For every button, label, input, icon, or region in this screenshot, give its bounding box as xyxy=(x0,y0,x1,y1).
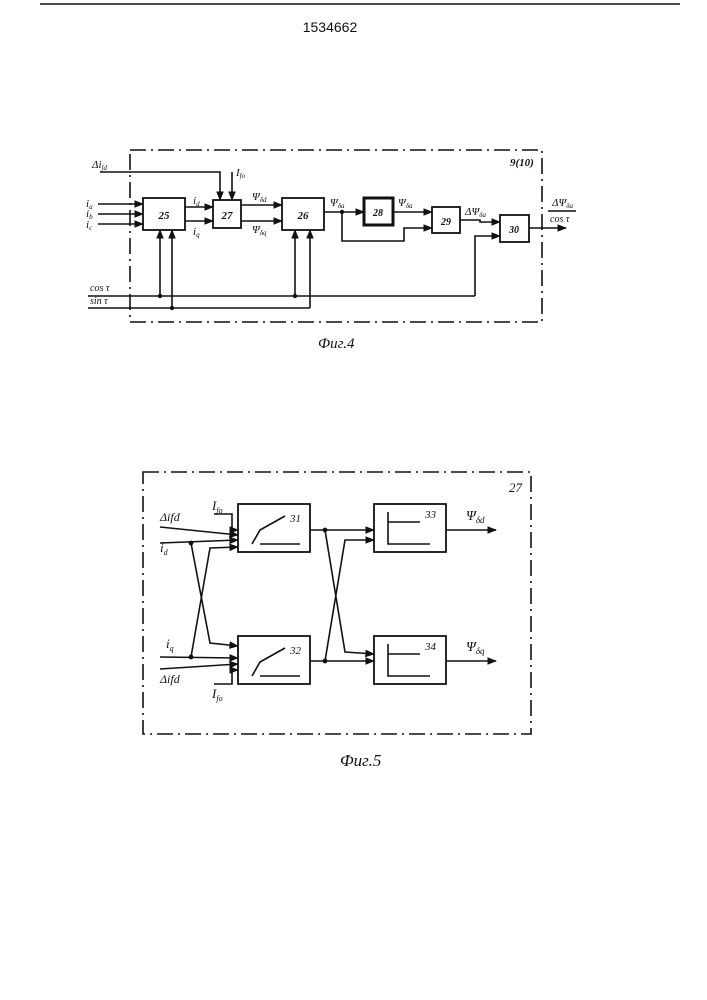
wire-ifo-bot xyxy=(214,670,238,684)
wire-iq xyxy=(160,657,238,658)
block-25: 25 xyxy=(143,198,185,230)
block-31: 31 xyxy=(238,504,310,552)
junction-cos-26 xyxy=(293,294,297,298)
label-output-denominator: cos τ xyxy=(550,214,570,225)
label-output-psi-d: Ψδd xyxy=(466,509,485,525)
label-ifo-top: Ifo xyxy=(211,498,223,515)
block-25-label: 25 xyxy=(158,210,171,222)
wire-iq-cross xyxy=(191,547,238,657)
block-34: 34 xyxy=(374,636,446,684)
block-30: 30 xyxy=(500,215,529,242)
block-30-label: 30 xyxy=(508,225,519,236)
block-32: 32 xyxy=(238,636,310,684)
wire-31-cross xyxy=(325,530,374,654)
wire-cos-to-30 xyxy=(475,236,500,296)
label-psi-q: Ψδq xyxy=(252,224,267,237)
block-26: 26 xyxy=(282,198,324,230)
wire-id-cross xyxy=(191,543,238,646)
label-psi-ao: Ψδa xyxy=(398,197,413,210)
wire-difd-top xyxy=(160,527,238,535)
label-ifo: Ifo xyxy=(235,167,246,180)
wire-delta-psi xyxy=(460,220,500,222)
junction-cos-25 xyxy=(158,294,162,298)
junction-sin-25 xyxy=(170,306,174,310)
block-33: 33 xyxy=(374,504,446,552)
fig5-caption: Фиг.5 xyxy=(340,751,381,770)
label-iq: iq xyxy=(193,226,200,239)
label-sin: sin τ xyxy=(90,296,108,307)
block-27-label: 27 xyxy=(221,210,234,222)
label-difd-bot: Δifd xyxy=(159,672,181,686)
label-iq: iq xyxy=(166,636,174,653)
label-output-psi-q: Ψδq xyxy=(466,640,485,656)
label-cos: cos τ xyxy=(90,283,110,294)
wire-ifo-top xyxy=(214,514,238,530)
block-28: 28 xyxy=(364,198,393,225)
label-ifo-bot: Ifo xyxy=(211,686,223,703)
wire-id xyxy=(160,540,238,543)
block-32-label: 32 xyxy=(289,645,302,657)
patent-number: 1534662 xyxy=(303,19,358,35)
fig5-frame-label: 27 xyxy=(509,480,523,495)
fig4-frame-label: 9(10) xyxy=(510,157,534,169)
wire-difd-bot xyxy=(160,664,238,669)
label-difd-top: Δifd xyxy=(159,510,181,524)
block-31-label: 31 xyxy=(289,513,301,525)
block-27: 27 xyxy=(213,200,241,228)
block-34-label: 34 xyxy=(424,641,437,653)
figure-5: 27 31 32 33 34 xyxy=(143,472,531,770)
label-output-numerator: ΔΨδa xyxy=(551,197,573,210)
label-id: id xyxy=(193,195,200,208)
fig4-caption: Фиг.4 xyxy=(318,336,355,352)
block-26-label: 26 xyxy=(297,210,310,222)
label-delta-psi: ΔΨδa xyxy=(464,206,486,219)
block-33-label: 33 xyxy=(424,509,437,521)
wire-32-cross xyxy=(325,540,374,661)
figure-4: 9(10) 25 27 26 28 29 30 ia xyxy=(86,150,576,352)
block-29: 29 xyxy=(432,207,460,233)
wire-delta-ifd xyxy=(100,172,220,200)
block-28-label: 28 xyxy=(372,208,383,219)
block-29-label: 29 xyxy=(440,217,451,228)
label-psi-a: Ψδa xyxy=(330,197,345,210)
label-delta-ifd: Δifd xyxy=(91,159,107,172)
label-psi-d: Ψδd xyxy=(252,191,267,204)
